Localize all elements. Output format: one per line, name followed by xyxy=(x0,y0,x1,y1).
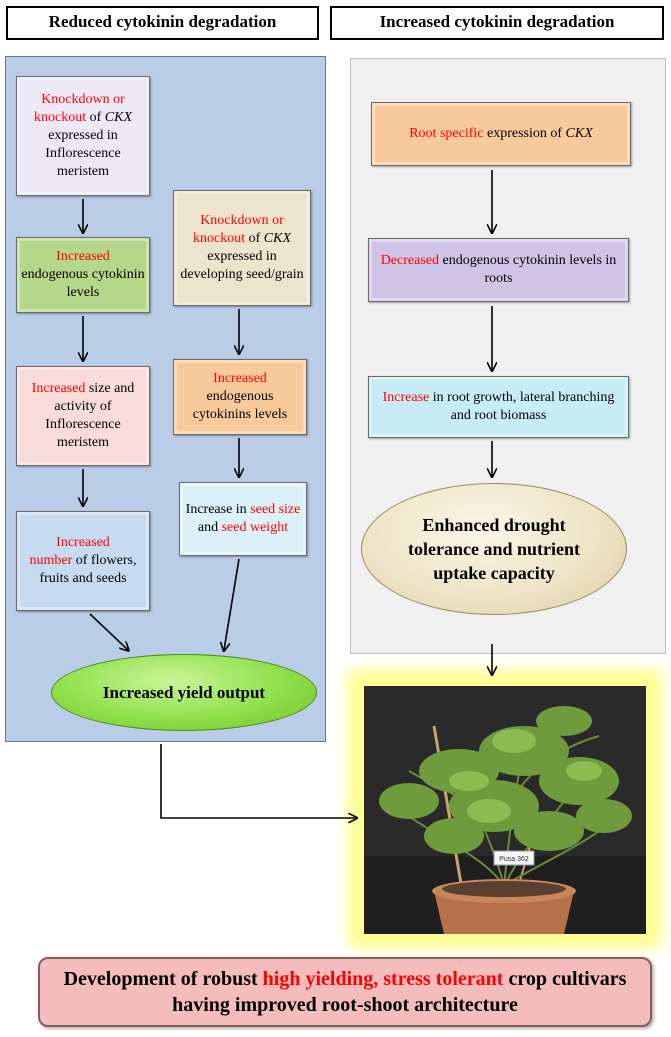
box-increased-number-flowers: Increased number of flowers, fruits and s… xyxy=(16,511,150,611)
yield-output-text: Increased yield output xyxy=(102,682,266,702)
box-knockout-ckx-inflorescence: Knockdown or knockout of CKX expressed i… xyxy=(16,76,150,196)
drought-tolerance-text: Enhanced drought tolerance and nutrient … xyxy=(408,515,580,583)
box-rest-text: in root growth, lateral branching and ro… xyxy=(429,390,615,423)
increased-text: Increased xyxy=(213,371,267,386)
arrow-left-to-photo xyxy=(160,744,356,818)
bottom-post-text: crop cultivars having improved root-shoo… xyxy=(172,968,627,1016)
increased-text: Increased xyxy=(31,381,86,396)
plant-photo: Pusa 362 xyxy=(364,686,646,934)
of-text: of xyxy=(86,110,105,125)
increased-text: Increased xyxy=(56,535,110,550)
root-specific-text: Root specific xyxy=(409,126,484,141)
box-rest-text: endogenous cytokinin levels xyxy=(21,267,145,300)
bottom-conclusion-box: Development of robust high yielding, str… xyxy=(38,957,652,1027)
box-rest-text: expression of xyxy=(483,126,566,141)
number-text: number xyxy=(29,553,73,568)
box-rest-text: expressed in Inflorescence meristem xyxy=(45,128,121,179)
header-increased-degradation: Increased cytokinin degradation xyxy=(330,6,664,40)
decreased-text: Decreased xyxy=(380,253,439,268)
box-decreased-cytokinin-roots: Decreased endogenous cytokinin levels in… xyxy=(368,238,629,302)
arrow-left-4 xyxy=(89,613,128,650)
box-knockout-ckx-seed: Knockdown or knockout of CKX expressed i… xyxy=(173,190,311,306)
box-rest-text: endogenous cytokinins levels xyxy=(192,389,288,422)
seed-size-text: seed size xyxy=(250,502,301,517)
box-rest-text: expressed in developing seed/grain xyxy=(180,249,304,282)
ellipse-increased-yield: Increased yield output xyxy=(51,654,317,731)
knockout-text: Knockdown or knockout xyxy=(192,213,284,246)
arrow-mid-3 xyxy=(224,558,240,650)
box-rest-text: endogenous cytokinin levels in roots xyxy=(438,253,617,286)
box-root-specific-ckx: Root specific expression of CKX xyxy=(371,102,631,166)
box-rest-text: of flowers, fruits and seeds xyxy=(39,553,137,586)
ckx-text: CKX xyxy=(104,110,132,125)
seed-weight-text: seed weight xyxy=(221,520,289,535)
bottom-pre-text: Development of robust xyxy=(63,968,263,990)
ckx-text: CKX xyxy=(263,231,291,246)
plant-tag-label: Pusa 362 xyxy=(499,856,529,863)
box-increased-cytokinin-levels: Increased endogenous cytokinin levels xyxy=(16,237,150,313)
box-rest-text: size and activity of Inflorescence meris… xyxy=(45,381,135,450)
chickpea-plant-image: Pusa 362 xyxy=(364,686,646,934)
ckx-text: CKX xyxy=(565,126,593,141)
increase-text: Increase xyxy=(382,390,430,405)
and-text: and xyxy=(197,520,222,535)
box-increased-meristem-size: Increased size and activity of Infloresc… xyxy=(16,366,150,466)
box-increased-cytokinins-seed: Increased endogenous cytokinins levels xyxy=(173,359,307,435)
ellipse-drought-tolerance: Enhanced drought tolerance and nutrient … xyxy=(361,483,627,615)
bottom-red-text: high yielding, stress tolerant xyxy=(262,968,504,990)
box-increase-root-growth: Increase in root growth, lateral branchi… xyxy=(368,376,629,438)
increase-in-text: Increase in xyxy=(185,502,251,517)
knockout-text: Knockdown or knockout xyxy=(33,92,125,125)
box-increase-seed-size: Increase in seed size and seed weight xyxy=(179,482,307,556)
of-text: of xyxy=(245,231,264,246)
increased-text: Increased xyxy=(56,249,110,264)
header-reduced-degradation: Reduced cytokinin degradation xyxy=(6,6,319,40)
